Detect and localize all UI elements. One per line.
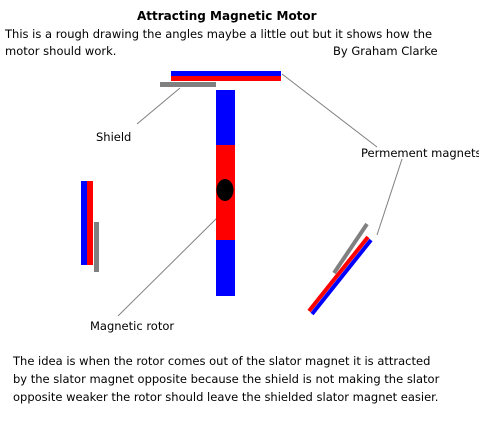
diagram-title: Attracting Magnetic Motor [137, 9, 317, 23]
magnets-leader-line-right [376, 158, 403, 236]
angled-shield [332, 222, 369, 275]
rotor-blue-top [216, 90, 235, 145]
permanent-magnets-label: Permement magnets [361, 146, 479, 160]
rotor-blue-bottom [216, 240, 235, 296]
magnetic-rotor [216, 90, 235, 296]
left-stator-magnet [81, 181, 93, 265]
left-magnet-blue-strip [81, 181, 87, 265]
rotor-leader-line [117, 212, 223, 317]
top-stator-magnet [171, 71, 281, 81]
top-magnet-blue-strip [171, 71, 281, 76]
author-credit: By Graham Clarke [333, 44, 438, 58]
leader-lines [117, 73, 403, 317]
angled-magnet-blue-strip [310, 238, 373, 316]
explanation-line-1: The idea is when the rotor comes out of … [13, 354, 431, 368]
explanation-line-3: opposite weaker the rotor should leave t… [13, 390, 439, 404]
intro-text-line-1: This is a rough drawing the angles maybe… [5, 27, 433, 41]
intro-text-line-2: motor should work. [5, 44, 117, 58]
shield-label: Shield [96, 130, 132, 144]
top-magnet-red-strip [171, 76, 281, 81]
left-magnet-red-strip [87, 181, 93, 265]
magnets-leader-line-top [281, 73, 378, 148]
magnetic-rotor-label: Magnetic rotor [90, 319, 175, 333]
top-shield [160, 82, 216, 87]
explanation-line-2: by the slator magnet opposite because th… [13, 372, 440, 386]
angled-stator-magnet [307, 235, 373, 316]
rotor-pivot [216, 179, 234, 201]
shield-leader-line [136, 87, 181, 125]
left-shield [94, 222, 99, 272]
angled-magnet-red-strip [307, 235, 370, 313]
